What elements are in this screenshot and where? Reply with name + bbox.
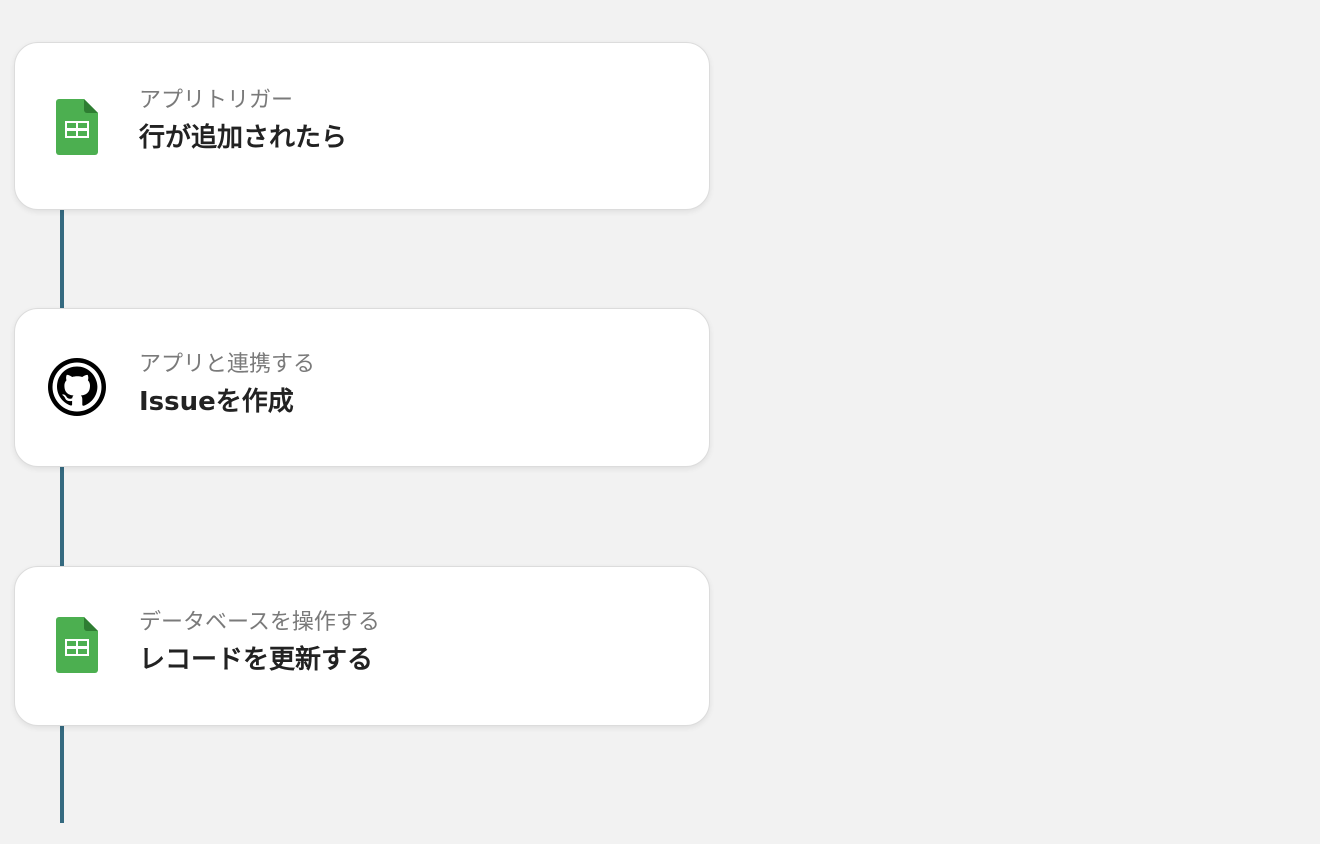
step-card-app-action[interactable]: アプリと連携する Issueを作成: [14, 308, 710, 467]
step-action-title: レコードを更新する: [139, 645, 374, 675]
step-action-title: Issueを作成: [139, 387, 294, 417]
step-kind-label: データベースを操作する: [139, 610, 380, 635]
github-icon: [45, 355, 109, 419]
step-card-trigger[interactable]: アプリトリガー 行が追加されたら: [14, 42, 710, 210]
google-sheets-icon: [45, 95, 109, 159]
flow-connector: [60, 210, 64, 308]
google-sheets-icon: [45, 613, 109, 677]
step-action-title: 行が追加されたら: [139, 123, 348, 153]
flow-connector: [60, 726, 64, 823]
step-kind-label: アプリトリガー: [139, 88, 294, 113]
flow-connector: [60, 467, 64, 566]
step-card-database[interactable]: データベースを操作する レコードを更新する: [14, 566, 710, 726]
step-kind-label: アプリと連携する: [139, 352, 316, 377]
